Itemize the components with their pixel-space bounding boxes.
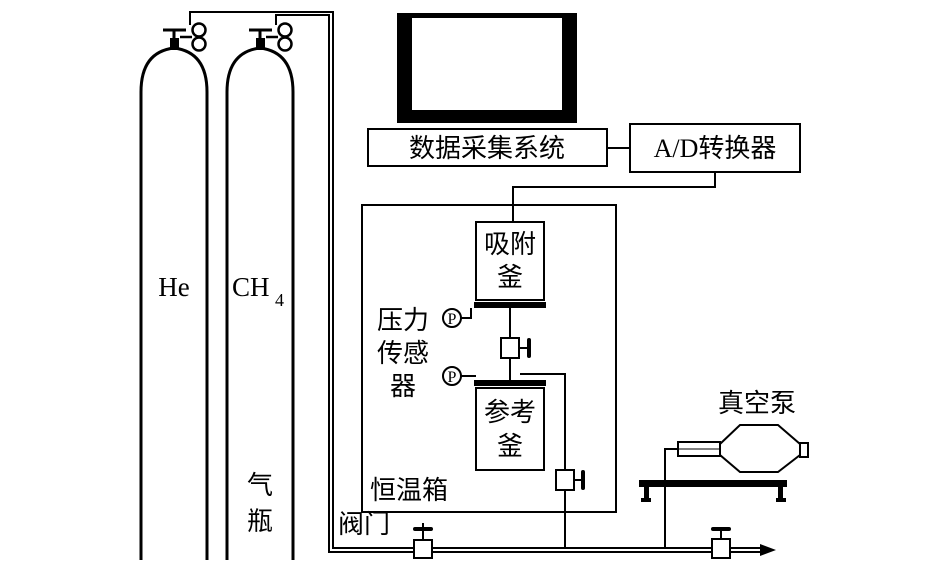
regulator-gauges-icon	[191, 22, 207, 52]
valve-icon	[555, 469, 585, 491]
ad-converter-box	[629, 123, 801, 173]
thermostat-label: 恒温箱	[370, 476, 448, 505]
pressure-sensor-label-1: 压力	[377, 306, 429, 335]
ch4-subscript: 4	[275, 290, 284, 310]
pressure-gauge-icon: P	[442, 308, 462, 328]
valve-icon	[500, 337, 531, 359]
pressure-gauge-icon: P	[442, 366, 462, 386]
ch4-label: CH	[232, 272, 270, 302]
reference-vessel	[475, 387, 545, 471]
pressure-sensor-label-3: 器	[390, 372, 416, 401]
reference-vessel-label-2: 釜	[497, 432, 523, 461]
pressure-sensor-label-2: 传感	[377, 339, 429, 368]
ch4-cylinder	[225, 22, 295, 560]
valve-label: 阀门	[338, 510, 390, 539]
he-label: He	[158, 272, 189, 302]
monitor-icon	[397, 13, 577, 123]
ad-converter-label: A/D转换器	[654, 134, 777, 163]
pump-line	[664, 448, 678, 548]
cylinder-caption-2: 瓶	[247, 507, 273, 536]
valve-icon	[711, 527, 731, 559]
arrow-right-icon	[760, 544, 776, 556]
adsorption-vessel	[475, 221, 545, 301]
reference-vessel-label-1: 参考	[484, 398, 536, 427]
adsorption-vessel-label-1: 吸附	[484, 230, 536, 259]
vacuum-pump-label: 真空泵	[718, 389, 796, 418]
svg-text:P: P	[448, 311, 457, 328]
he-cylinder	[139, 22, 209, 560]
valve-icon	[413, 527, 433, 559]
regulator-gauges-icon	[277, 22, 293, 52]
thermostat-box	[361, 204, 617, 513]
svg-text:P: P	[448, 369, 457, 386]
data-acquisition-box	[367, 128, 608, 167]
gas-supply-pipes	[189, 11, 760, 553]
cylinder-caption-1: 气	[247, 471, 273, 500]
data-acquisition-label: 数据采集系统	[409, 134, 565, 163]
adsorption-vessel-label-2: 釜	[497, 263, 523, 292]
